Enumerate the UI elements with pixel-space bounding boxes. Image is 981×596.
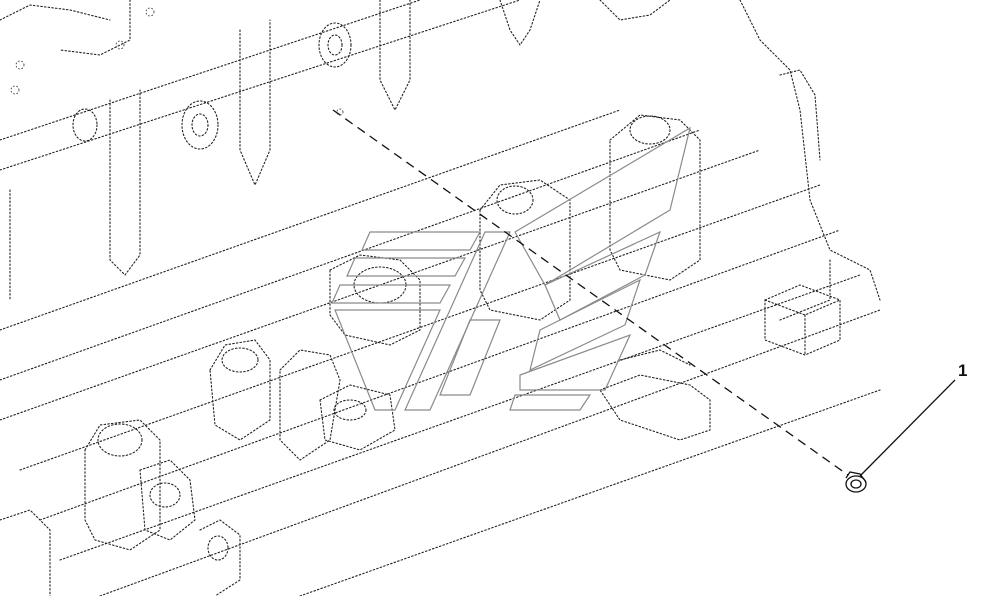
callout-leader-line bbox=[859, 379, 956, 477]
engine-block bbox=[0, 0, 881, 596]
callout-number: 1 bbox=[958, 361, 967, 380]
watermark-logo bbox=[331, 126, 691, 411]
assembly-axis-line bbox=[332, 109, 849, 476]
part-plug bbox=[845, 471, 867, 493]
